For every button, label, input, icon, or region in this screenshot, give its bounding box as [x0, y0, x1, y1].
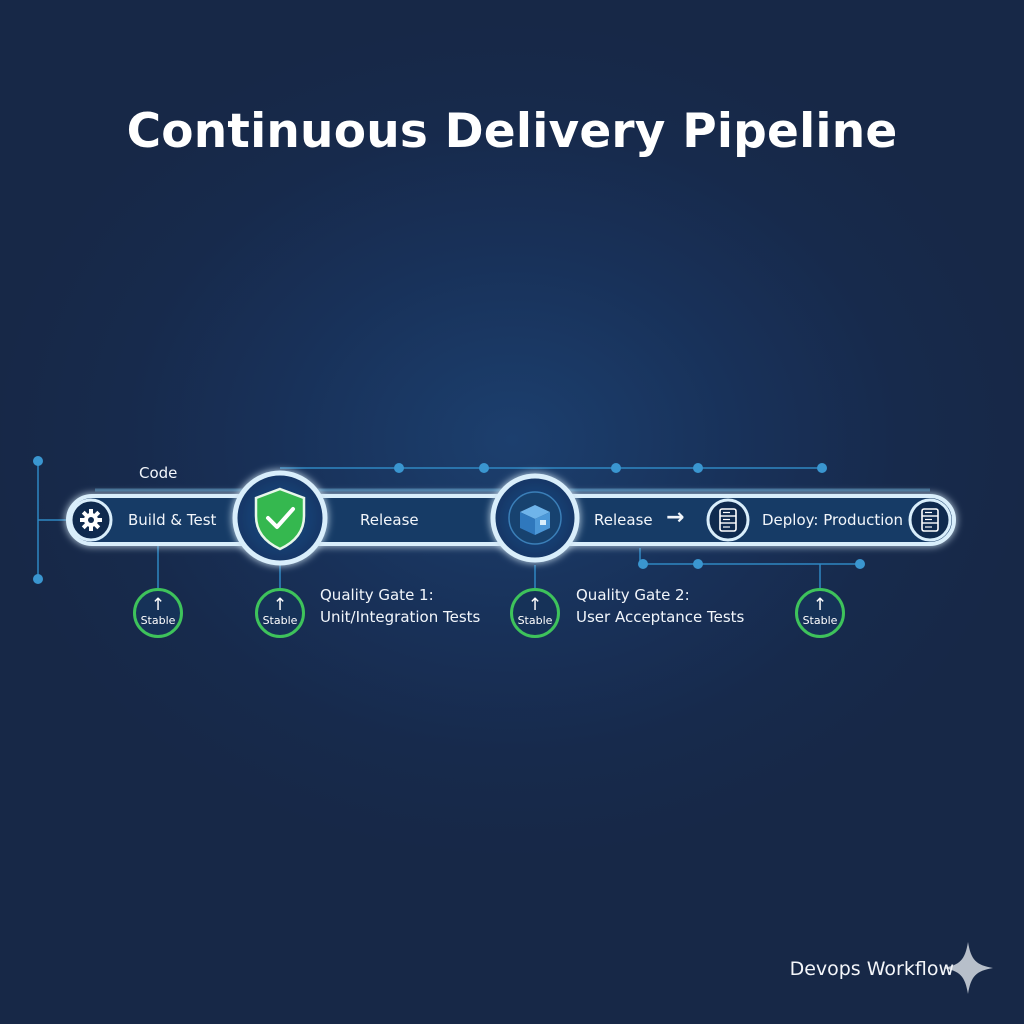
- footer-brand-label: Devops Workflow: [789, 958, 954, 980]
- up-arrow-icon: ↑: [272, 595, 288, 615]
- gear-icon: [69, 498, 113, 542]
- release-label-1: Release: [360, 511, 419, 529]
- package-icon: [490, 473, 580, 563]
- network-lines: [37, 461, 860, 588]
- stable-badge: ↑ Stable: [510, 588, 560, 638]
- network-dot: [611, 463, 621, 473]
- stable-badge: ↑ Stable: [255, 588, 305, 638]
- stable-label: Stable: [140, 614, 176, 627]
- page-title: Continuous Delivery Pipeline: [126, 104, 898, 159]
- up-arrow-icon: ↑: [812, 595, 828, 615]
- arrow-right-icon: →: [666, 505, 685, 530]
- stable-badge: ↑ Stable: [133, 588, 183, 638]
- network-dot: [33, 456, 43, 466]
- server-icon: [706, 498, 750, 542]
- quality-gate-2-subtitle: User Acceptance Tests: [576, 608, 745, 626]
- quality-gate-1-subtitle: Unit/Integration Tests: [320, 608, 481, 626]
- shield-check-icon: [232, 470, 328, 566]
- up-arrow-icon: ↑: [150, 595, 166, 615]
- deploy-production-label: Deploy: Production: [762, 511, 904, 529]
- sparkle-icon: [943, 942, 993, 994]
- stable-label: Stable: [262, 614, 298, 627]
- network-dot: [693, 463, 703, 473]
- network-dot: [638, 559, 648, 569]
- network-dot: [855, 559, 865, 569]
- quality-gate-1: Quality Gate 1: Unit/Integration Tests: [320, 584, 480, 628]
- release-label-2: Release: [594, 511, 653, 529]
- stable-label: Stable: [802, 614, 838, 627]
- network-dot: [33, 574, 43, 584]
- network-dot: [817, 463, 827, 473]
- quality-gate-2: Quality Gate 2: User Acceptance Tests: [576, 584, 744, 628]
- code-label: Code: [139, 464, 178, 482]
- network-dot: [693, 559, 703, 569]
- quality-gate-2-title: Quality Gate 2:: [576, 586, 690, 604]
- server-icon: [908, 498, 952, 542]
- stable-label: Stable: [517, 614, 553, 627]
- network-dot: [394, 463, 404, 473]
- network-dots: [33, 456, 865, 584]
- network-dot: [479, 463, 489, 473]
- build-test-label: Build & Test: [128, 511, 217, 529]
- up-arrow-icon: ↑: [527, 595, 543, 615]
- stable-badge: ↑ Stable: [795, 588, 845, 638]
- quality-gate-1-title: Quality Gate 1:: [320, 586, 434, 604]
